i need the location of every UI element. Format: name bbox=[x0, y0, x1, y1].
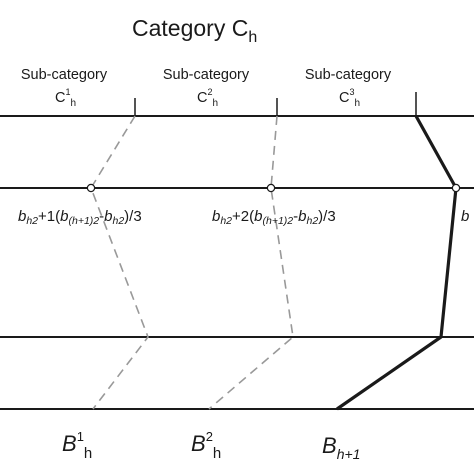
dashed-profile-2 bbox=[208, 115, 294, 410]
dashed-profile-1 bbox=[90, 115, 149, 410]
diagram-title: Category Ch bbox=[132, 15, 257, 46]
subcategory-2-symbol: C2h bbox=[197, 87, 218, 109]
subcategory-1-label: Sub-category bbox=[21, 67, 108, 83]
bottom-label-3: Bh+1 bbox=[322, 433, 360, 462]
subcategory-3-symbol: C3h bbox=[339, 87, 360, 109]
subcategory-1-symbol: C1h bbox=[55, 87, 76, 109]
subcategory-3-label: Sub-category bbox=[305, 67, 392, 83]
subcategory-labels: Sub-category C1h Sub-category C2h Sub-ca… bbox=[21, 67, 392, 109]
bottom-labels: B1h B2h Bh+1 bbox=[62, 429, 360, 462]
bottom-label-1: B1h bbox=[62, 429, 92, 462]
bottom-label-2: B2h bbox=[191, 429, 221, 462]
formula-1: bh2+1(b(h+1)2-bh2)/3 bbox=[18, 208, 142, 227]
profile-markers bbox=[86, 183, 461, 193]
profile-marker-1 bbox=[86, 183, 96, 193]
horizontal-lines bbox=[0, 115, 474, 410]
formula-2: bh2+2(b(h+1)2-bh2)/3 bbox=[212, 208, 336, 227]
profile-marker-3 bbox=[451, 183, 461, 193]
formula-3-partial: b bbox=[461, 208, 469, 225]
profile-marker-2 bbox=[266, 183, 276, 193]
tick-marks bbox=[134, 92, 417, 116]
solid-profile-line bbox=[336, 115, 458, 411]
dashed-profiles bbox=[90, 115, 294, 410]
subcategory-2-label: Sub-category bbox=[163, 67, 250, 83]
